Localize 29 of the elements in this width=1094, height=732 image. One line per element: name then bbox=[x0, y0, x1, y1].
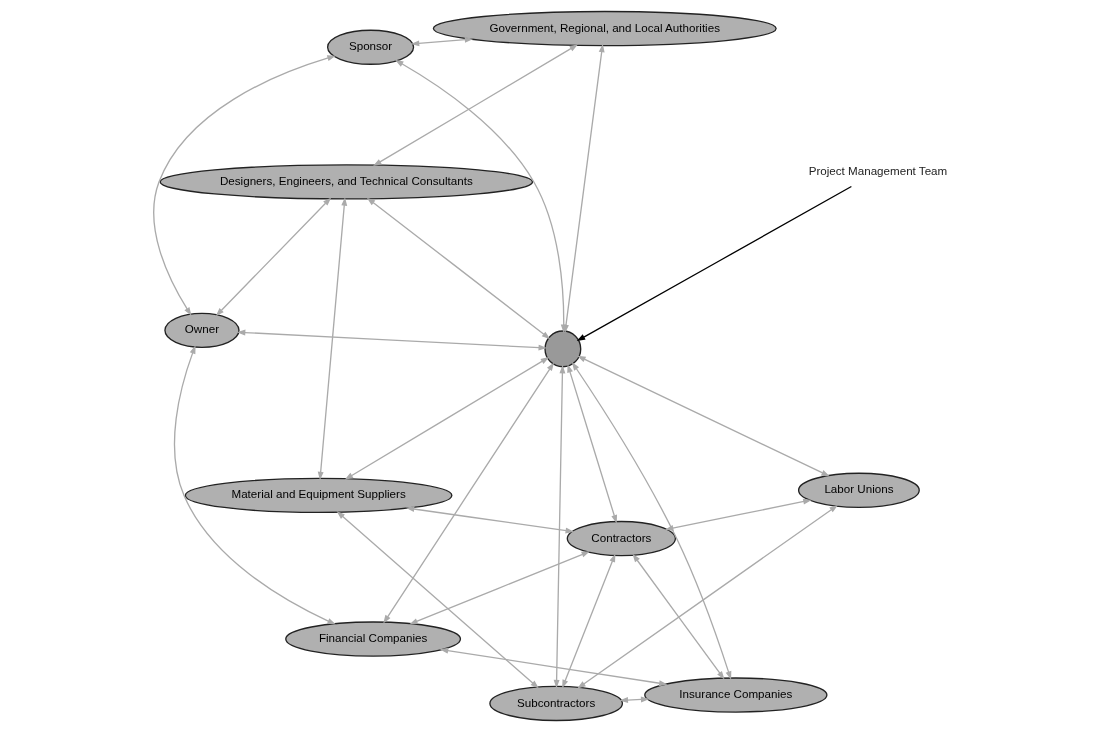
arrow bbox=[152, 55, 336, 316]
arrow bbox=[236, 329, 547, 351]
arrow bbox=[576, 505, 838, 689]
arrow bbox=[405, 506, 574, 534]
node-ellipse: Government, Regional, and Local Authorities bbox=[432, 10, 777, 47]
arrow bbox=[215, 197, 331, 317]
arrow bbox=[576, 355, 830, 477]
arrow bbox=[344, 357, 549, 480]
arrow bbox=[439, 647, 668, 687]
arrow bbox=[372, 44, 578, 167]
arrow bbox=[382, 362, 554, 624]
arrow bbox=[336, 511, 539, 689]
arrow bbox=[410, 36, 473, 47]
arrow bbox=[566, 364, 617, 524]
arrow bbox=[571, 361, 731, 680]
arrow bbox=[173, 345, 336, 625]
arrow bbox=[561, 553, 615, 689]
arrow bbox=[631, 553, 725, 680]
arrow bbox=[317, 197, 347, 481]
node-text: Project Management Team bbox=[808, 163, 947, 177]
arrow bbox=[408, 551, 590, 625]
arrow bbox=[366, 197, 550, 340]
node-ellipse: Owner bbox=[163, 312, 240, 349]
arrow bbox=[619, 696, 649, 704]
node-ellipse: Designers, Engineers, and Technical Consultants bbox=[159, 164, 533, 200]
arrow bbox=[576, 185, 852, 342]
node-ellipse: Subcontractors bbox=[488, 685, 623, 722]
arrow bbox=[553, 364, 565, 689]
arrow bbox=[664, 498, 812, 531]
